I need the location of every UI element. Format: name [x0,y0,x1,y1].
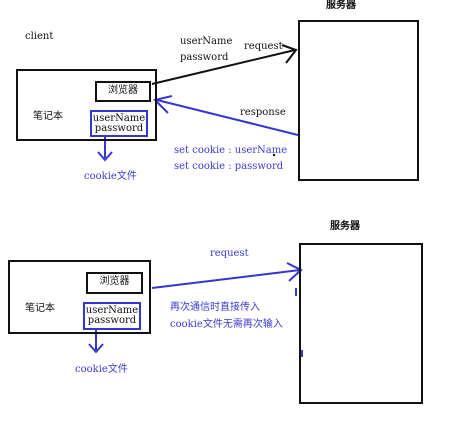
top-cookie-label: cookie文件 [84,171,137,182]
top-credentials-box: userName password [90,110,148,137]
bottom-cred-username: userName [85,305,139,316]
top-cookie-arrowhead [97,151,113,162]
top-req-username: userName [180,36,233,47]
bottom-note-line-2: cookie文件无需再次输入 [170,319,283,330]
top-response-arrowhead [153,95,173,114]
bottom-browser-box: 浏览器 [86,272,143,294]
top-request-arrow [151,49,296,85]
top-cred-username: userName [92,113,146,124]
top-server-title: 服务器 [326,0,356,11]
top-request-label: request [244,41,283,52]
top-cred-password: password [94,123,144,134]
bottom-server-title: 服务器 [330,221,360,232]
bottom-request-arrowhead [286,262,303,282]
set-cookie-password: set cookie : password [174,161,284,172]
top-laptop-box [16,69,157,141]
top-browser-box: 浏览器 [95,81,151,102]
bottom-server-box [299,243,423,404]
top-laptop-label: 笔记本 [33,111,63,122]
bottom-laptop-box [8,260,151,334]
client-label: client [25,31,54,42]
top-response-label: response [240,107,286,118]
bottom-request-arrow [151,269,301,289]
top-req-password: password [180,52,229,63]
stray-dot [272,153,276,157]
set-cookie-username: set cookie : userName [174,145,288,156]
bottom-cookie-arrowhead [88,343,104,354]
bottom-note-line-1: 再次通信时直接传入 [170,302,260,313]
bottom-request-label: request [210,248,249,259]
bottom-laptop-label: 笔记本 [25,303,55,314]
bottom-credentials-box: userName password [83,302,141,330]
bottom-cookie-label: cookie文件 [75,364,128,375]
top-server-box [298,20,419,181]
top-request-arrowhead [281,44,298,64]
bottom-cred-password: password [87,315,137,326]
top-response-arrow [156,99,299,136]
